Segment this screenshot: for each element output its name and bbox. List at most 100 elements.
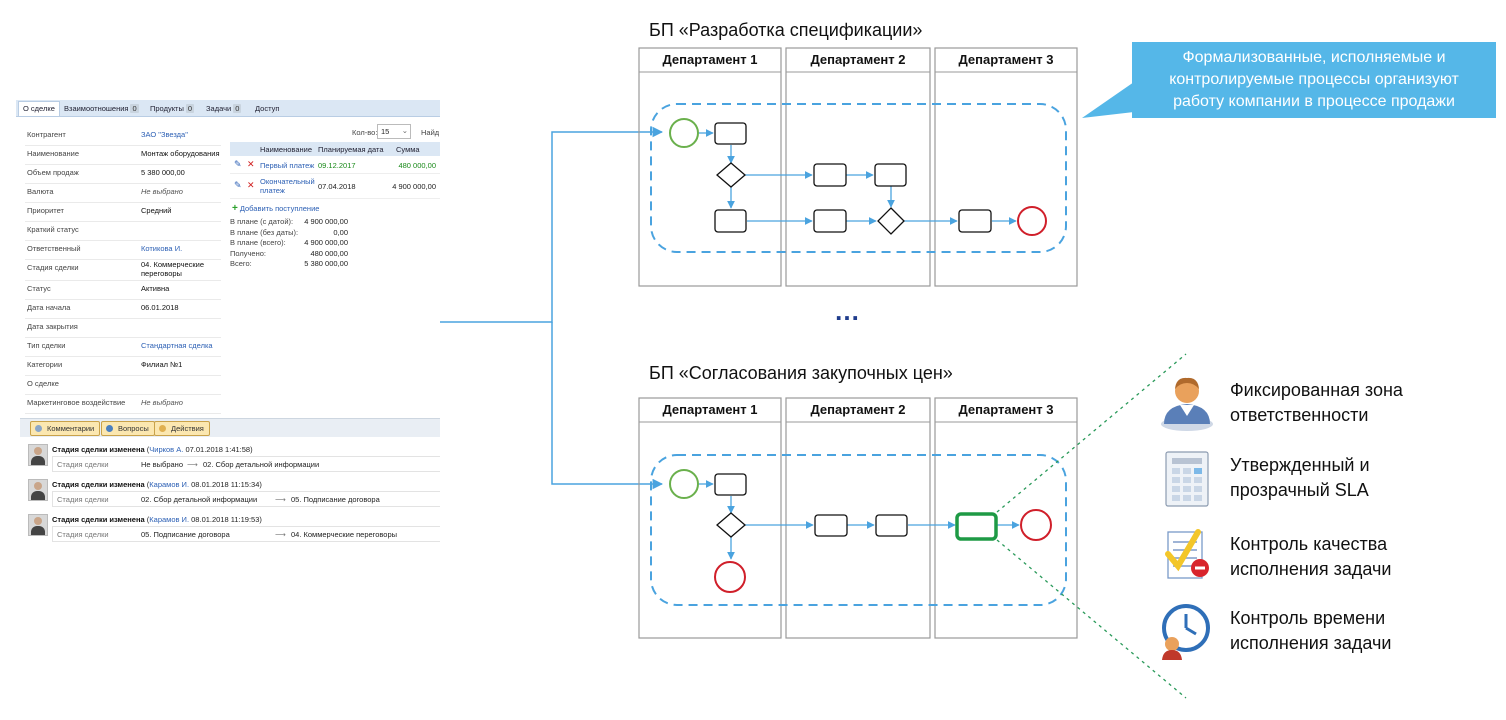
field-value: Средний <box>141 206 172 215</box>
zoom-line <box>996 353 1187 513</box>
pencil-icon[interactable]: ✎ <box>234 159 242 169</box>
history-from: 02. Сбор детальной информации <box>141 495 258 504</box>
payment-date: 09.12.2017 <box>318 161 356 170</box>
field-value[interactable]: ЗАО "Звезда" <box>141 130 188 139</box>
avatar <box>28 479 48 501</box>
field-label: Тип сделки <box>27 341 66 350</box>
tab-about-deal[interactable]: О сделке <box>18 101 60 116</box>
history-author[interactable]: Чирков А. <box>149 445 184 454</box>
field-label: Ответственный <box>27 244 81 253</box>
total-label: Всего: <box>230 259 252 268</box>
comments-button[interactable]: Комментарии <box>30 421 101 436</box>
history-author[interactable]: Карамов И. <box>149 515 190 524</box>
total-value: 480 000,00 <box>310 248 348 258</box>
payments-header: Наименование Планируемая дата Сумма <box>230 142 440 156</box>
process-1-boundary <box>650 103 1067 253</box>
history-from: Не выбрано <box>141 460 183 469</box>
task <box>714 473 747 496</box>
field-label: Приоритет <box>27 206 64 215</box>
total-value: 5 380 000,00 <box>304 259 348 268</box>
field-row: Дата начала 06.01.2018 <box>25 299 221 319</box>
connector-line <box>440 126 664 323</box>
field-label: Дата начала <box>27 303 71 312</box>
task <box>813 209 847 233</box>
total-row: В плане (без даты):0,00 <box>230 228 348 238</box>
legend-text: исполнения задачи <box>1230 633 1392 653</box>
history-author[interactable]: Карамов И. <box>149 480 190 489</box>
task <box>714 209 747 233</box>
pencil-icon[interactable]: ✎ <box>234 180 242 190</box>
process-1-department-3: Департамент 3 <box>958 52 1054 67</box>
field-label: О сделке <box>27 379 59 388</box>
payment-sum: 4 900 000,00 <box>392 182 436 191</box>
legend-text: Контроль качества <box>1230 534 1388 554</box>
field-value[interactable]: Котикова И. <box>141 244 183 253</box>
payment-row: ✎ ✕ Первый платеж 09.12.2017 480 000,00 <box>230 157 440 174</box>
tab-access[interactable]: Доступ <box>255 104 280 113</box>
zoom-line <box>996 539 1187 699</box>
field-label: Валюта <box>27 187 54 196</box>
actions-icon <box>159 425 166 432</box>
field-value: Не выбрано <box>141 187 183 196</box>
process-2-department-2: Департамент 2 <box>810 402 906 417</box>
process-2-lanes <box>638 397 1078 639</box>
delete-icon[interactable]: ✕ <box>247 159 255 169</box>
checklist-icon <box>1165 529 1209 579</box>
arrow-right-icon: ⟶ <box>275 530 286 539</box>
payment-row: ✎ ✕ Окончательный платеж 07.04.2018 4 90… <box>230 174 440 199</box>
clock-person-icon <box>1162 604 1210 660</box>
process-2-title: БП «Согласования закупочных цен» <box>649 363 953 383</box>
avatar <box>28 444 48 466</box>
qty-label: Кол-во: <box>352 128 378 137</box>
callout-line: работу компании в процессе продажи <box>1173 93 1455 110</box>
field-row: Валюта Не выбрано <box>25 183 221 203</box>
field-label: Наименование <box>27 149 79 158</box>
process-1-department-1: Департамент 1 <box>662 52 758 67</box>
total-label: В плане (с датой): <box>230 217 294 226</box>
arrow-right-icon: ⟶ <box>275 495 286 504</box>
total-value: 4 900 000,00 <box>304 238 348 247</box>
history-field: Стадия сделки <box>57 530 109 539</box>
field-row: Ответственный Котикова И. <box>25 240 221 260</box>
gateway <box>716 162 746 188</box>
field-row: Контрагент ЗАО "Звезда" <box>25 126 221 146</box>
history-to: 04. Коммерческие переговоры <box>291 530 398 539</box>
task <box>813 163 847 187</box>
history-title: Стадия сделки изменена (Карамов И. 08.01… <box>52 480 262 489</box>
end-event <box>1017 206 1047 236</box>
legend-text: Контроль времени <box>1230 608 1386 628</box>
field-value[interactable]: Стандартная сделка <box>141 341 213 350</box>
field-label: Краткий статус <box>27 225 79 234</box>
total-row: Получено:480 000,00 <box>230 249 348 259</box>
actions-button[interactable]: Действия <box>154 421 210 436</box>
field-label: Дата закрытия <box>27 322 78 331</box>
history-from: 05. Подписание договора <box>141 530 230 539</box>
qty-select[interactable]: 15⌄ <box>377 124 411 139</box>
process-2-boundary <box>650 454 1067 606</box>
payment-name[interactable]: Окончательный платеж <box>260 177 315 195</box>
history-to: 02. Сбор детальной информации <box>203 460 320 469</box>
payment-name[interactable]: Первый платеж <box>260 161 315 170</box>
col-name: Наименование <box>260 145 312 154</box>
callout-box: Формализованные, исполняемые и контролир… <box>1132 42 1496 118</box>
add-payment-link[interactable]: +Добавить поступление <box>232 203 320 214</box>
field-row: Приоритет Средний <box>25 202 221 222</box>
delete-icon[interactable]: ✕ <box>247 180 255 190</box>
field-label: Стадия сделки <box>27 263 79 272</box>
callout-pointer <box>1082 82 1134 118</box>
col-date[interactable]: Планируемая дата <box>318 145 384 154</box>
field-value: 06.01.2018 <box>141 303 179 312</box>
field-label: Контрагент <box>27 130 66 139</box>
task <box>958 209 992 233</box>
field-value: Филиал №1 <box>141 360 183 369</box>
document-table-icon <box>1165 451 1209 507</box>
history-title: Стадия сделки изменена (Карамов И. 08.01… <box>52 515 262 524</box>
